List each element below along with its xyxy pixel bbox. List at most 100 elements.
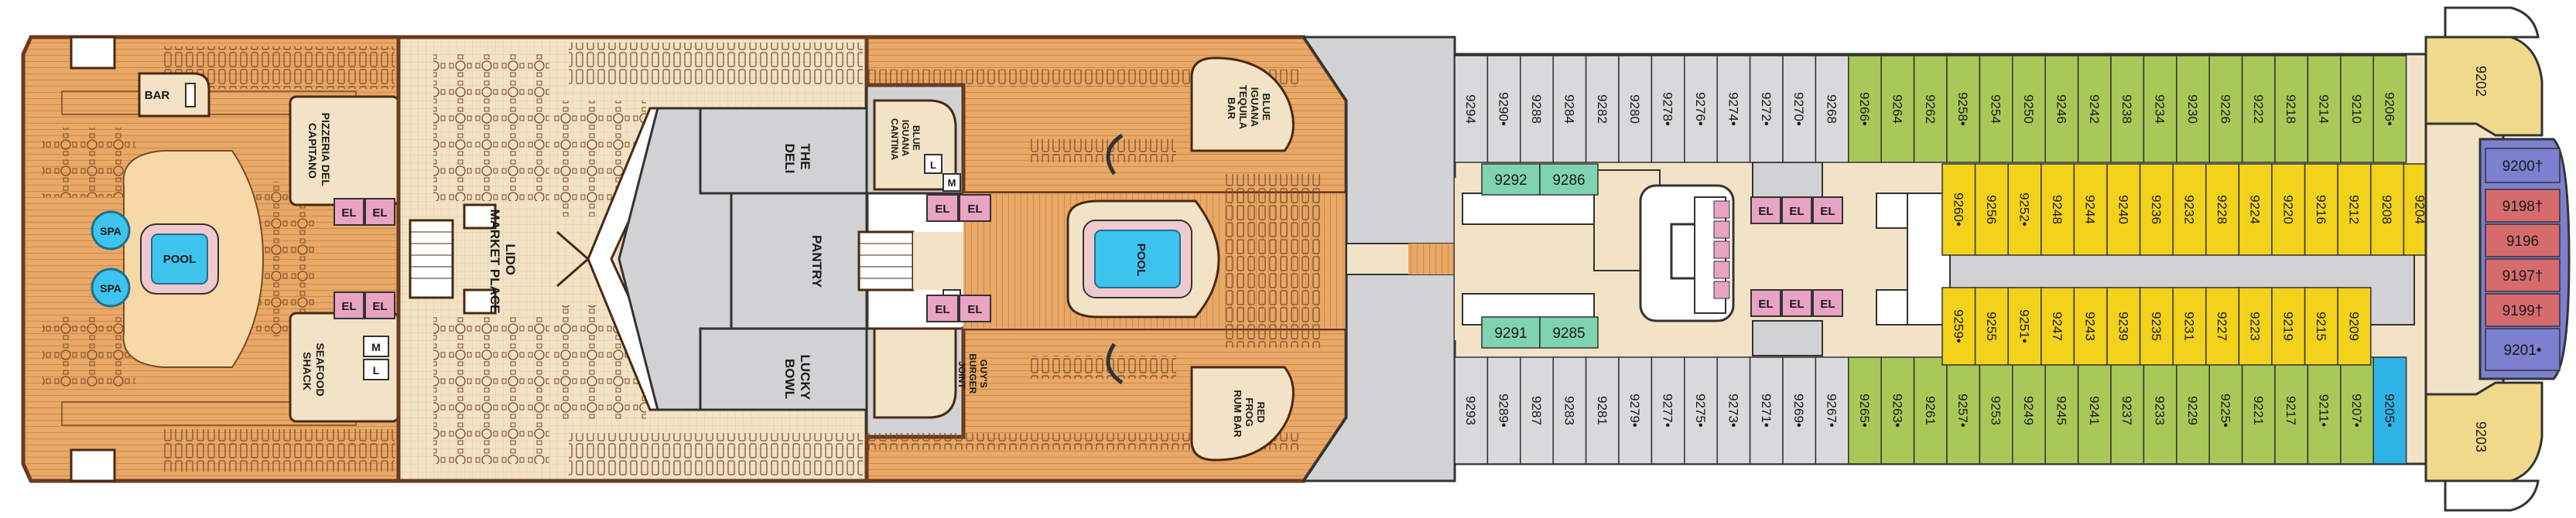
cabin-box[interactable] [2485, 293, 2561, 327]
cabin-box[interactable] [2485, 258, 2561, 292]
cabin-box[interactable] [1880, 55, 1915, 163]
cabin-9270[interactable]: 9270• [1782, 55, 1817, 163]
cabin-9216[interactable]: 9216 [2304, 163, 2338, 256]
cabin-box[interactable] [2073, 287, 2108, 366]
cabin-box[interactable] [1716, 55, 1751, 163]
cabin-box[interactable] [2007, 287, 2042, 366]
cabin-box[interactable] [2337, 163, 2372, 256]
cabin-box[interactable] [2205, 287, 2240, 366]
cabin-9274[interactable]: 9274• [1716, 55, 1751, 163]
cabin-9202[interactable]: 9202 [2473, 66, 2489, 97]
cabin-box[interactable] [2340, 55, 2374, 163]
cabin-box[interactable] [1782, 55, 1817, 163]
cabin-9263[interactable]: 9263• [1880, 356, 1915, 465]
cabin-box[interactable] [2485, 328, 2561, 371]
cabin-9243[interactable]: 9243 [2073, 287, 2108, 366]
cabin-9259[interactable]: 9259• [1941, 287, 1976, 366]
cabin-9280[interactable]: 9280 [1618, 55, 1653, 163]
cabin-box[interactable] [1941, 287, 1976, 366]
cabin-box[interactable] [1651, 55, 1685, 163]
cabin-9238[interactable]: 9238 [2110, 55, 2145, 163]
cabin-box[interactable] [2139, 287, 2174, 366]
cabin-box[interactable] [2307, 55, 2342, 163]
cabin-box[interactable] [1974, 287, 2009, 366]
cabin-9240[interactable]: 9240 [2106, 163, 2141, 256]
cabin-box[interactable] [2271, 287, 2306, 366]
cabin-9242[interactable]: 9242 [2077, 55, 2112, 163]
cabin-9266[interactable]: 9266• [1848, 55, 1882, 163]
cabin-box[interactable] [2143, 55, 2177, 163]
cabin-9241[interactable]: 9241 [2077, 356, 2112, 465]
cabin-9290[interactable]: 9290• [1486, 55, 1521, 163]
cabin-box[interactable] [1481, 316, 1541, 349]
cabin-box[interactable] [2370, 163, 2405, 256]
cabin-9218[interactable]: 9218 [2274, 55, 2309, 163]
cabin-box[interactable] [1979, 356, 2013, 465]
cabin-box[interactable] [1539, 163, 1599, 196]
cabin-9250[interactable]: 9250 [2012, 55, 2046, 163]
cabin-9252[interactable]: 9252• [2007, 163, 2042, 256]
cabin-9261[interactable]: 9261 [1913, 356, 1948, 465]
cabin-9220[interactable]: 9220 [2271, 163, 2306, 256]
cabin-box[interactable] [2208, 55, 2243, 163]
cabin-box[interactable] [2143, 356, 2177, 465]
cabin-9254[interactable]: 9254 [1979, 55, 2013, 163]
cabin-9267[interactable]: 9267• [1815, 356, 1849, 465]
cabin-box[interactable] [2110, 356, 2145, 465]
cabin-9289[interactable]: 9289• [1486, 356, 1521, 465]
cabin-9228[interactable]: 9228 [2205, 163, 2240, 256]
cabin-box[interactable] [1848, 55, 1882, 163]
cabin-9277[interactable]: 9277• [1651, 356, 1685, 465]
cabin-box[interactable] [2172, 163, 2207, 256]
cabin-box[interactable] [2106, 163, 2141, 256]
cabin-box[interactable] [1552, 55, 1587, 163]
cabin-9284[interactable]: 9284 [1552, 55, 1587, 163]
cabin-9247[interactable]: 9247 [2041, 287, 2075, 366]
cabin-9219[interactable]: 9219 [2271, 287, 2306, 366]
cabin-box[interactable] [1481, 163, 1541, 196]
cabin-9246[interactable]: 9246 [2044, 55, 2079, 163]
cabin-box[interactable] [2372, 55, 2407, 163]
cabin-9294[interactable]: 9294 [1454, 55, 1489, 163]
cabin-9200[interactable]: 9200† [2485, 148, 2561, 183]
cabin-box[interactable] [1815, 55, 1849, 163]
cabin-9222[interactable]: 9222 [2241, 55, 2276, 163]
cabin-9262[interactable]: 9262 [1913, 55, 1948, 163]
cabin-box[interactable] [1946, 356, 1981, 465]
cabin-box[interactable] [1716, 356, 1751, 465]
cabin-9221[interactable]: 9221 [2241, 356, 2276, 465]
cabin-9237[interactable]: 9237 [2110, 356, 2145, 465]
cabin-9287[interactable]: 9287 [1520, 356, 1554, 465]
cabin-9197[interactable]: 9197† [2485, 258, 2561, 292]
cabin-box[interactable] [2485, 148, 2561, 183]
cabin-9260[interactable]: 9260• [1941, 163, 1976, 256]
cabin-9271[interactable]: 9271• [1749, 356, 1784, 465]
cabin-box[interactable] [2485, 189, 2561, 223]
cabin-box[interactable] [1486, 55, 1521, 163]
cabin-box[interactable] [1782, 356, 1817, 465]
cabin-box[interactable] [1651, 356, 1685, 465]
cabin-box[interactable] [1539, 316, 1599, 349]
cabin-box[interactable] [1979, 55, 2013, 163]
cabin-box[interactable] [1520, 55, 1554, 163]
cabin-box[interactable] [2274, 55, 2309, 163]
cabin-box[interactable] [2139, 163, 2174, 256]
cabin-box[interactable] [2340, 356, 2374, 465]
cabin-box[interactable] [2271, 163, 2306, 256]
cabin-box[interactable] [1585, 55, 1620, 163]
cabin-9253[interactable]: 9253 [1979, 356, 2013, 465]
cabin-box[interactable] [2485, 223, 2561, 257]
cabin-box[interactable] [2307, 356, 2342, 465]
cabin-box[interactable] [1941, 163, 1976, 256]
cabin-box[interactable] [1618, 356, 1653, 465]
cabin-box[interactable] [1749, 356, 1784, 465]
cabin-box[interactable] [1815, 356, 1849, 465]
cabin-box[interactable] [2007, 163, 2042, 256]
cabin-9215[interactable]: 9215 [2304, 287, 2338, 366]
cabin-9224[interactable]: 9224 [2238, 163, 2273, 256]
cabin-9226[interactable]: 9226 [2208, 55, 2243, 163]
cabin-9283[interactable]: 9283 [1552, 356, 1587, 465]
cabin-9233[interactable]: 9233 [2143, 356, 2177, 465]
cabin-9231[interactable]: 9231 [2172, 287, 2207, 366]
cabin-9276[interactable]: 9276• [1684, 55, 1718, 163]
